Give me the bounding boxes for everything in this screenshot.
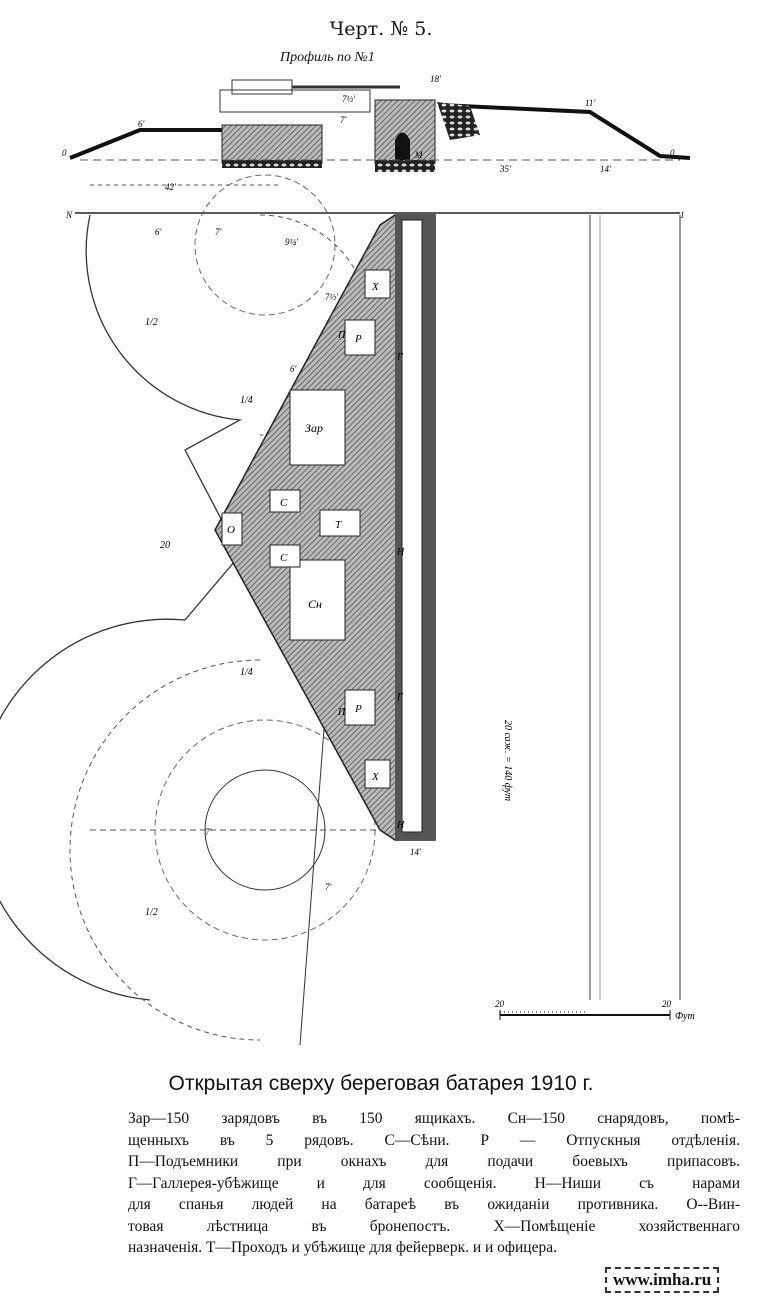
stair-label: О xyxy=(227,524,235,536)
caption-line: Зар—150 зарядовъ въ 150 ящикахъ. Сн—150 … xyxy=(128,1110,740,1127)
caption-line: назначенія. Т—Проходъ и убѣжище для фейе… xyxy=(128,1239,557,1256)
drawing-number: Черт. № 5. xyxy=(329,18,433,40)
dim-label: 18' xyxy=(430,74,442,84)
marker-label: 1 xyxy=(680,210,685,220)
shells-label: Сн xyxy=(308,597,322,611)
scale-unit-label: Фут xyxy=(675,1011,695,1022)
dim-label: 7½' xyxy=(325,292,339,302)
half-label: 1/2 xyxy=(145,907,158,918)
gallery-label: Г xyxy=(396,692,403,703)
caption-legend: Зар—150 зарядовъ въ 150 ящикахъ. Сн—150 … xyxy=(128,1108,740,1259)
caption-line: Г—Галлерея-убѣжище и для сообщенія. Н—Ни… xyxy=(128,1174,740,1192)
plan-view: N 1 Зар Сн Т С С О Р Р П П xyxy=(0,174,685,1046)
watermark: www.imha.ru xyxy=(605,1267,720,1293)
caption-line: щенныхъ въ 5 рядовъ. С—Сѣни. Р — Отпускн… xyxy=(128,1131,740,1149)
dim-label: 7' xyxy=(340,115,348,125)
dim-label: 7' xyxy=(215,227,223,237)
magazine-label: Зар xyxy=(305,421,323,435)
dim-label: М xyxy=(414,150,423,160)
profile-section: 0 6' 7' 7½' 18' 11' 14' 42' 35' 0 М xyxy=(62,74,691,192)
scale-right-label: 20 xyxy=(662,999,672,1009)
length-label: 20 саж. = 140 фут xyxy=(502,720,513,801)
lift-label: П xyxy=(337,707,346,718)
dim-label: 14' xyxy=(410,847,422,857)
scale-bar: 20 20 Фут xyxy=(495,999,695,1022)
twenty-label: 20 xyxy=(160,540,170,551)
utility-label: Х xyxy=(371,281,380,293)
dim-label: 9¼' xyxy=(285,237,299,247)
issue-room-label: Р xyxy=(354,703,362,715)
vestibule-label: С xyxy=(280,552,288,564)
dim-label: 7' xyxy=(325,882,333,892)
niche-label: Н xyxy=(396,820,405,831)
caption-line: для спанья людей на батареѣ въ ожиданіи … xyxy=(128,1196,740,1213)
dim-label: 0 xyxy=(62,148,67,158)
scale-left-label: 20 xyxy=(495,999,505,1009)
dim-label: 14' xyxy=(600,164,612,174)
gallery-label: Г xyxy=(396,352,403,363)
quarter-label: 1/4 xyxy=(240,395,253,406)
dim-label: 6' xyxy=(138,119,146,129)
caption-title: Открытая сверху береговая батарея 1910 г… xyxy=(168,1072,594,1095)
dim-label: 6' xyxy=(290,364,298,374)
dim-label: 0 xyxy=(670,148,675,158)
north-label: N xyxy=(65,210,73,220)
dim-label: 7½' xyxy=(342,94,356,104)
dim-label: 42' xyxy=(165,182,177,192)
dim-label: 35' xyxy=(499,164,512,174)
vestibule-label: С xyxy=(280,497,288,509)
issue-room-label: Р xyxy=(354,333,362,345)
caption-line: товая лѣстница въ бронепостъ. Х—Помѣщені… xyxy=(128,1217,740,1235)
battery-drawing: 0 6' 7' 7½' 18' 11' 14' 42' 35' 0 М N 1 xyxy=(0,74,695,1046)
niche-label: Н xyxy=(396,547,405,558)
passage-label: Т xyxy=(335,519,342,531)
quarter-label: 1/4 xyxy=(240,667,253,678)
profile-label: Профиль по №1 xyxy=(280,50,375,65)
dim-label: 11' xyxy=(585,98,596,108)
lift-label: П xyxy=(337,330,346,341)
utility-label: Х xyxy=(371,771,380,783)
dim-label: 7' xyxy=(205,827,213,837)
half-label: 1/2 xyxy=(145,317,158,328)
dim-label: 6' xyxy=(155,227,163,237)
caption-line: П—Подъемники при окнахъ для подачи боевы… xyxy=(128,1153,740,1170)
